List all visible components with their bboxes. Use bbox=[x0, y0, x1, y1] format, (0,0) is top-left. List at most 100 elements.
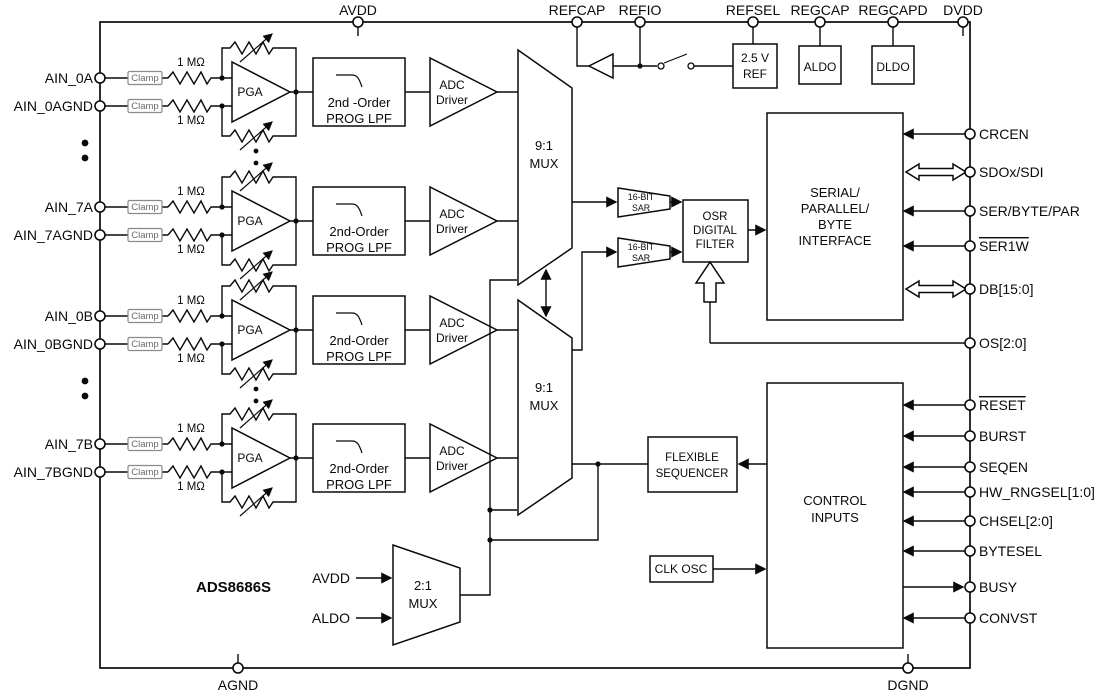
clamp-box bbox=[127, 436, 163, 452]
resistor-label: 1 MΩ bbox=[177, 295, 205, 307]
bottom-pins: AGND DGND bbox=[218, 654, 929, 693]
feedback-resistor-path bbox=[221, 169, 297, 221]
clamp-label: Clamp bbox=[131, 339, 158, 350]
aldo-label: ALDO bbox=[804, 60, 837, 74]
serial-interface: SERIAL/ PARALLEL/ BYTE INTERFACE bbox=[766, 112, 904, 321]
resistor-icon bbox=[167, 227, 214, 243]
pin-refio: REFIO bbox=[619, 2, 661, 66]
resistor-label: 1 MΩ bbox=[177, 423, 205, 435]
sar-label-line1: 16-BIT bbox=[628, 242, 655, 252]
clamp-box bbox=[127, 199, 163, 215]
adc-driver-triangle bbox=[429, 56, 499, 128]
pin-circle bbox=[964, 612, 976, 624]
pin-circle bbox=[964, 128, 976, 140]
pin-reset: RESET bbox=[902, 397, 1026, 413]
pin-label-aingnd: AIN_0BGND bbox=[14, 336, 93, 352]
vref-label-line1: 2.5 V bbox=[741, 51, 769, 65]
ellipsis-dot bbox=[81, 392, 89, 400]
sar-label-line2: SAR bbox=[632, 253, 650, 263]
serial-label-line4: INTERFACE bbox=[799, 233, 872, 248]
ellipsis-dot bbox=[81, 139, 89, 147]
adc-driver-label-line1: ADC bbox=[439, 316, 465, 330]
junction-dot bbox=[219, 313, 225, 319]
pin-circle bbox=[94, 466, 106, 478]
variable-arrow-icon bbox=[239, 250, 273, 280]
sequencer-label-line1: FLEXIBLE bbox=[665, 452, 719, 464]
pin-ser-byte-par: SER/BYTE/PAR bbox=[902, 203, 1080, 219]
junction-dot bbox=[637, 63, 643, 69]
feedback-resistor-path bbox=[221, 221, 297, 273]
clamp-box bbox=[127, 336, 163, 352]
sar-label-line2: SAR bbox=[632, 203, 650, 213]
pin-circle bbox=[232, 662, 244, 674]
pin-circle bbox=[964, 166, 976, 178]
pin-label-convst: CONVST bbox=[979, 610, 1038, 626]
top-pins: AVDD REFCAP REFIO REFSEL REGCAP REGCAPD bbox=[339, 2, 983, 67]
pin-regcap: REGCAP bbox=[790, 2, 850, 46]
pin-label-refsel: REFSEL bbox=[726, 2, 781, 18]
ellipsis-dot bbox=[253, 398, 259, 404]
pin-circle bbox=[814, 16, 826, 28]
channel-ain-0a: AIN_0A AIN_0AGND Clamp Clamp 1 MΩ 1 MΩ P… bbox=[14, 33, 518, 151]
serial-label-line2: PARALLEL/ bbox=[801, 201, 870, 216]
junction-dot bbox=[219, 75, 225, 81]
osr-box bbox=[682, 199, 749, 263]
pin-label-db: DB[15:0] bbox=[979, 281, 1033, 297]
clk-osc-box bbox=[649, 555, 714, 583]
pin-label-busy: BUSY bbox=[979, 579, 1018, 595]
pin-circle bbox=[571, 16, 583, 28]
reference-circuit: 2.5 V REF ALDO DLDO bbox=[587, 43, 915, 89]
pin-circle bbox=[964, 399, 976, 411]
variable-arrow-icon bbox=[239, 33, 273, 63]
pin-circle bbox=[94, 229, 106, 241]
pin-refsel: REFSEL bbox=[726, 2, 781, 44]
clamp-box bbox=[127, 70, 163, 86]
pga-triangle bbox=[231, 298, 292, 362]
ellipsis-dot bbox=[253, 160, 259, 166]
pin-os2-0: OS[2:0] bbox=[710, 335, 1026, 351]
supply-mux: 2:1 MUX AVDD ALDO bbox=[312, 543, 461, 647]
channel-ain-0b: AIN_0B AIN_0BGND Clamp Clamp 1 MΩ 1 MΩ P… bbox=[14, 271, 518, 389]
feedback-resistor-path bbox=[221, 406, 297, 458]
wire bbox=[576, 27, 589, 67]
lpf-label-line2: PROG LPF bbox=[326, 477, 392, 492]
ellipsis-dot bbox=[81, 154, 89, 162]
mux-label-line1: 9:1 bbox=[535, 380, 553, 395]
right-pins: CRCEN SDOx/SDI SER/BYTE/PAR SER1W DB[15:… bbox=[710, 126, 1095, 626]
adc-driver-triangle bbox=[429, 185, 499, 257]
channel-ellipsis-dots bbox=[81, 139, 259, 404]
resistor-icon bbox=[167, 464, 214, 480]
sar-shape bbox=[617, 237, 671, 268]
junction-dot bbox=[219, 469, 225, 475]
control-label-line1: CONTROL bbox=[803, 493, 867, 508]
pga-triangle bbox=[231, 60, 292, 124]
ellipsis-dot bbox=[253, 148, 259, 154]
junction-dot bbox=[219, 341, 225, 347]
pin-circle bbox=[352, 16, 364, 28]
variable-arrow-icon bbox=[239, 399, 273, 429]
pin-avdd: AVDD bbox=[339, 2, 377, 36]
pin-circle bbox=[94, 338, 106, 350]
clamp-label: Clamp bbox=[131, 101, 158, 112]
pin-label-ser1w: SER1W bbox=[979, 238, 1030, 254]
pin-busy: BUSY bbox=[903, 579, 1018, 595]
mux-trapezoid bbox=[517, 298, 573, 517]
pin-circle bbox=[887, 16, 899, 28]
clamp-box bbox=[127, 464, 163, 480]
lowpass-curve-icon bbox=[336, 203, 363, 217]
pin-label-bytesel: BYTESEL bbox=[979, 543, 1042, 559]
pin-label-ain: AIN_0A bbox=[45, 70, 94, 86]
supply-mux-input-aldo: ALDO bbox=[312, 610, 350, 626]
adc-driver-label-line2: Driver bbox=[436, 93, 468, 107]
serial-label-line3: BYTE bbox=[818, 217, 852, 232]
pin-label-dgnd: DGND bbox=[887, 677, 928, 693]
mux-trapezoid bbox=[517, 48, 573, 287]
lpf-label-line2: PROG LPF bbox=[326, 349, 392, 364]
junction-dot bbox=[595, 461, 601, 467]
switch-contact bbox=[687, 62, 695, 70]
pin-label-burst: BURST bbox=[979, 428, 1027, 444]
pin-circle bbox=[964, 205, 976, 217]
pga-triangle bbox=[231, 426, 292, 490]
osr-label-line3: FILTER bbox=[696, 239, 735, 251]
ellipsis-dot bbox=[253, 386, 259, 392]
